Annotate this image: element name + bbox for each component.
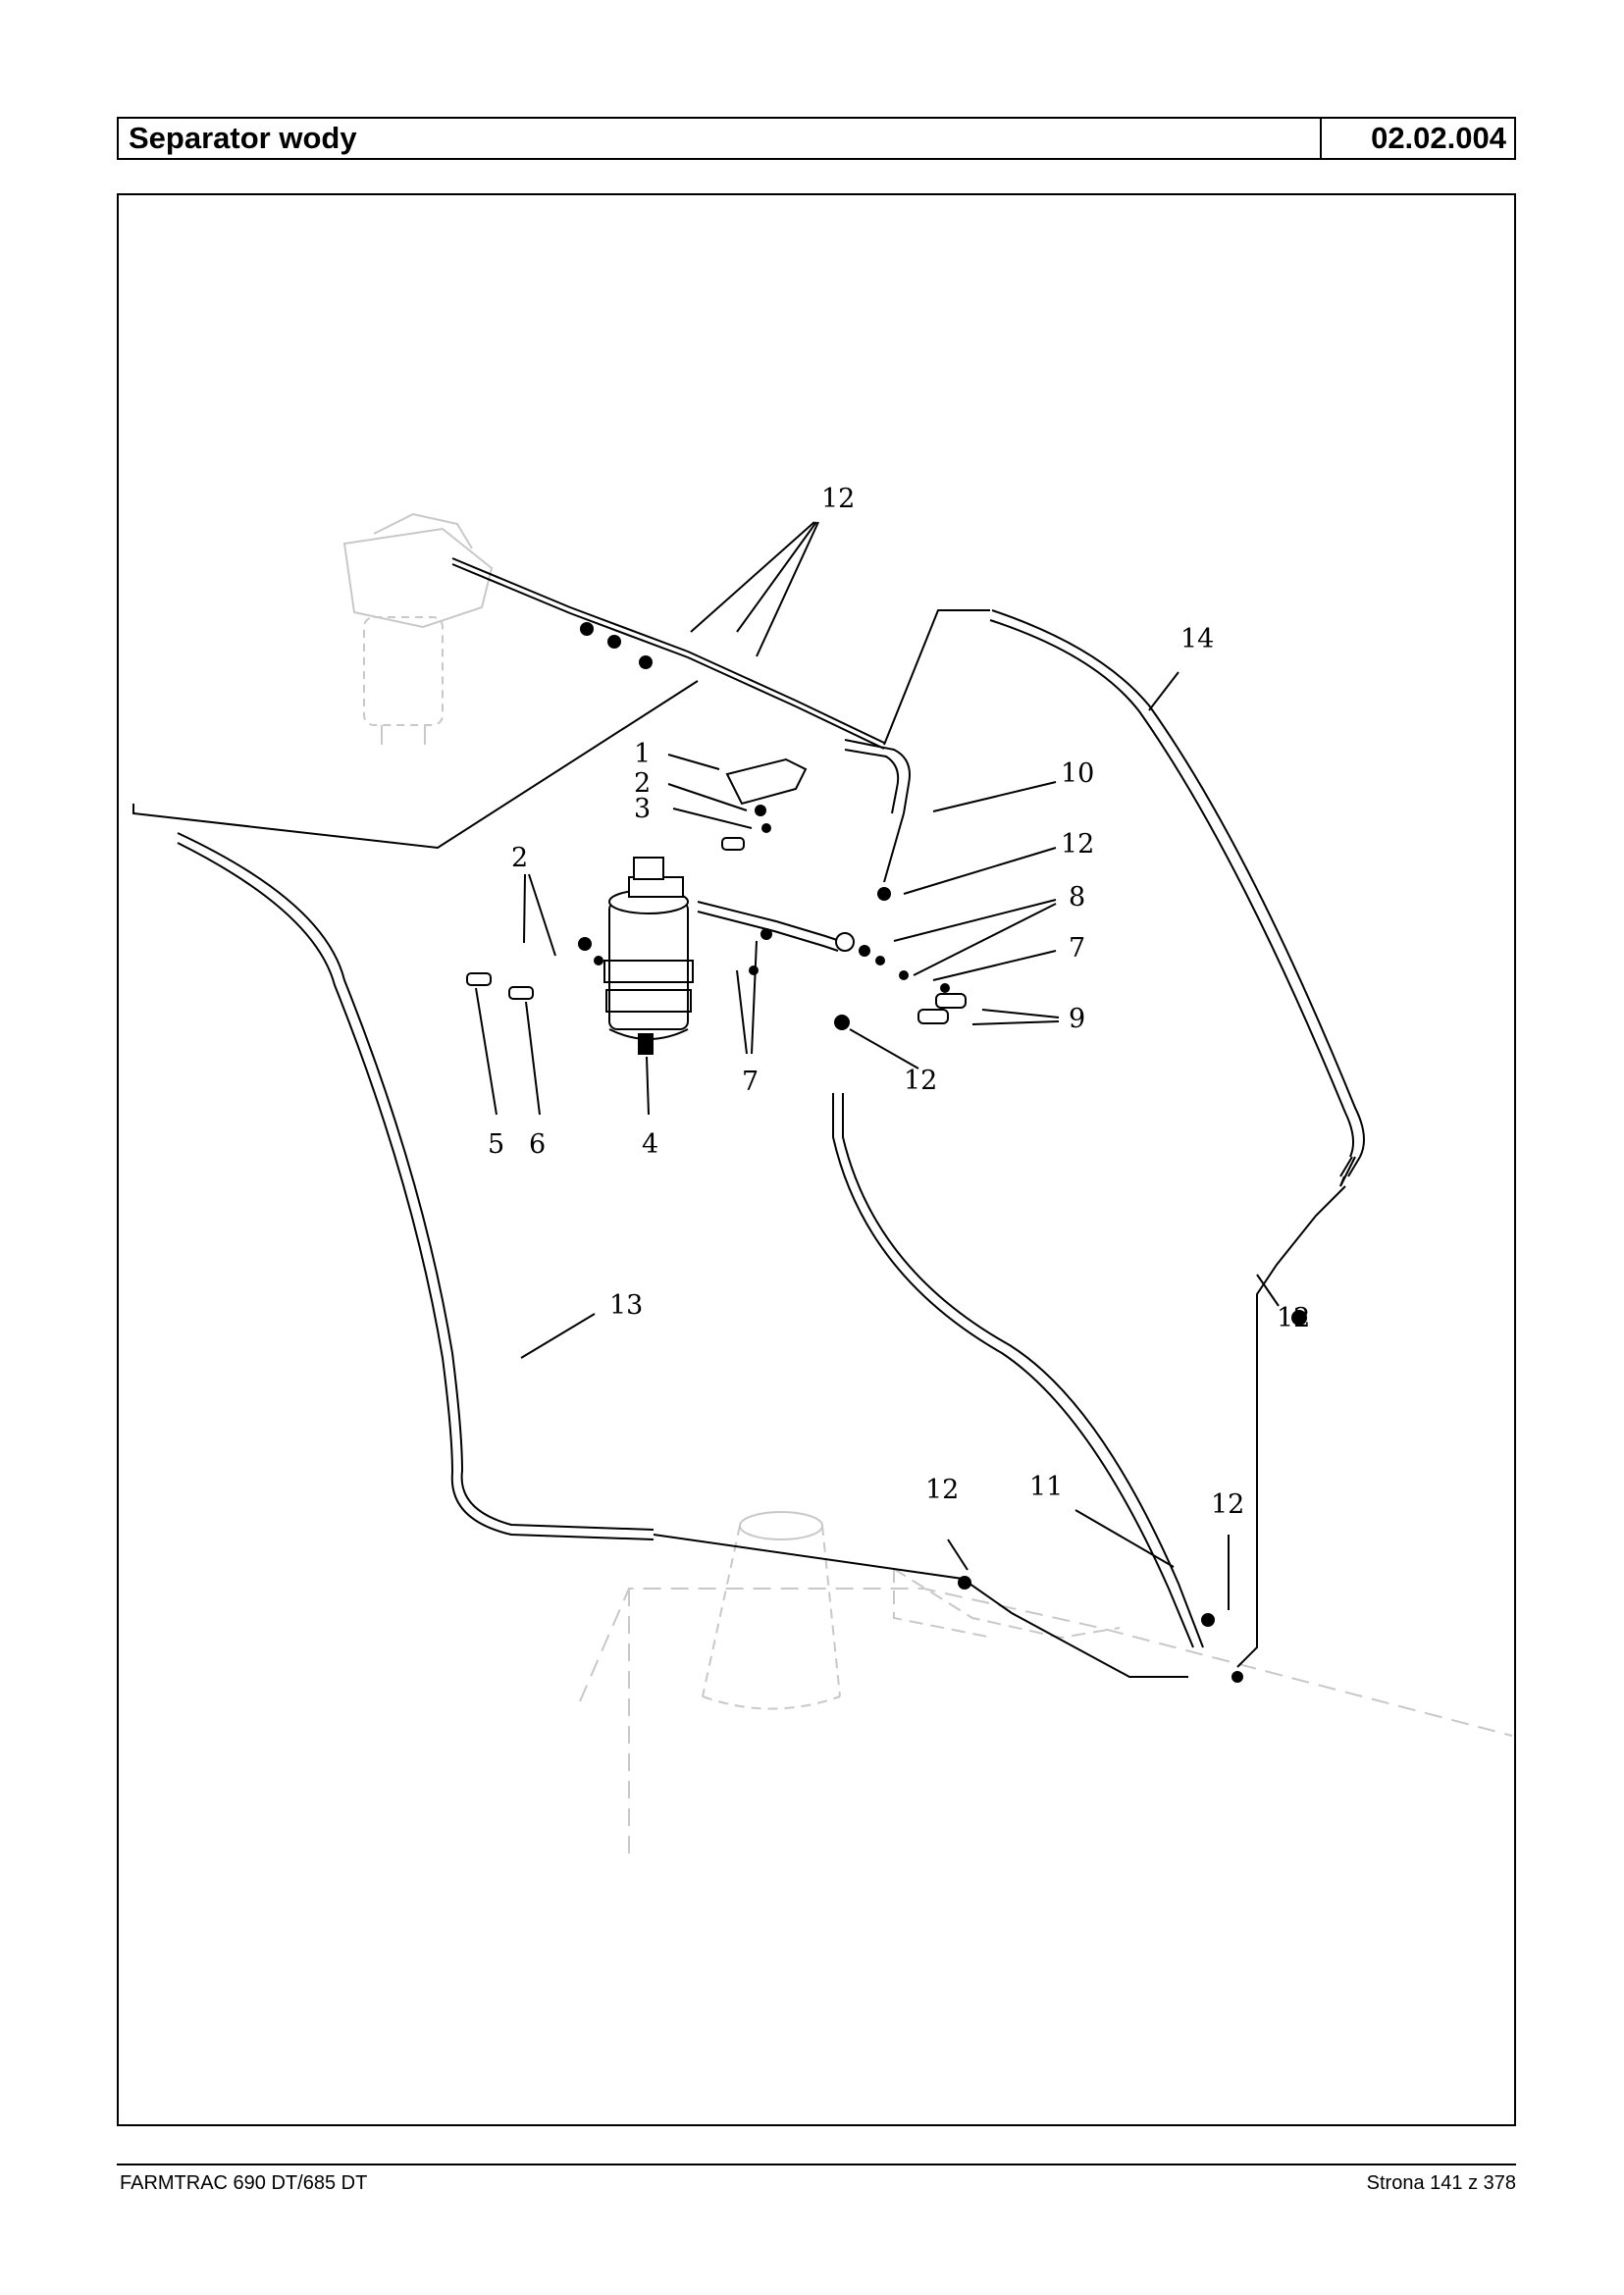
leader-lines: [475, 521, 1280, 1610]
page-code: 02.02.004: [1371, 121, 1506, 155]
bolts: [466, 837, 967, 1024]
water-separator-filter: [603, 857, 694, 1055]
callout-labels: 12 14 1 2 3 10 12 8 7 9 2 12 7 5 6 4 13 …: [488, 484, 1310, 1520]
callout-2-left: 2: [511, 843, 528, 873]
diagram-frame: 12 14 1 2 3 10 12 8 7 9 2 12 7 5 6 4 13 …: [117, 193, 1516, 2126]
callout-13: 13: [609, 1290, 643, 1321]
callout-11: 11: [1029, 1472, 1063, 1502]
callout-12-fitting: 12: [904, 1066, 937, 1096]
callout-7-lower: 7: [742, 1067, 759, 1097]
callout-9: 9: [1069, 1004, 1085, 1034]
callout-12-right: 12: [1277, 1303, 1310, 1333]
callout-3: 3: [634, 794, 651, 824]
callout-5: 5: [488, 1129, 504, 1160]
ghost-parts: [342, 512, 1513, 1853]
fittings: [578, 622, 1307, 1683]
exploded-diagram: 12 14 1 2 3 10 12 8 7 9 2 12 7 5 6 4 13 …: [132, 484, 1513, 1853]
callout-10: 10: [1061, 758, 1094, 789]
callout-8: 8: [1069, 882, 1085, 913]
callout-1: 1: [634, 739, 651, 769]
callout-12-bottom-left: 12: [925, 1475, 959, 1505]
footer-page-number: Strona 141 z 378: [1366, 2172, 1516, 2194]
footer-divider: [117, 2164, 1516, 2165]
callout-7-right: 7: [1069, 933, 1085, 964]
title-bar: Separator wody 02.02.004: [117, 117, 1516, 160]
pipes: [132, 557, 1365, 1678]
callout-12-mid: 12: [1061, 829, 1094, 860]
callout-14: 14: [1180, 624, 1214, 654]
page-title: Separator wody: [119, 119, 1322, 158]
footer-model: FARMTRAC 690 DT/685 DT: [120, 2172, 368, 2194]
callout-2-upper: 2: [634, 768, 651, 799]
callout-6: 6: [529, 1129, 546, 1160]
callout-4: 4: [642, 1129, 658, 1160]
callout-12-top: 12: [821, 484, 855, 514]
callout-12-bottom-right: 12: [1211, 1489, 1244, 1520]
